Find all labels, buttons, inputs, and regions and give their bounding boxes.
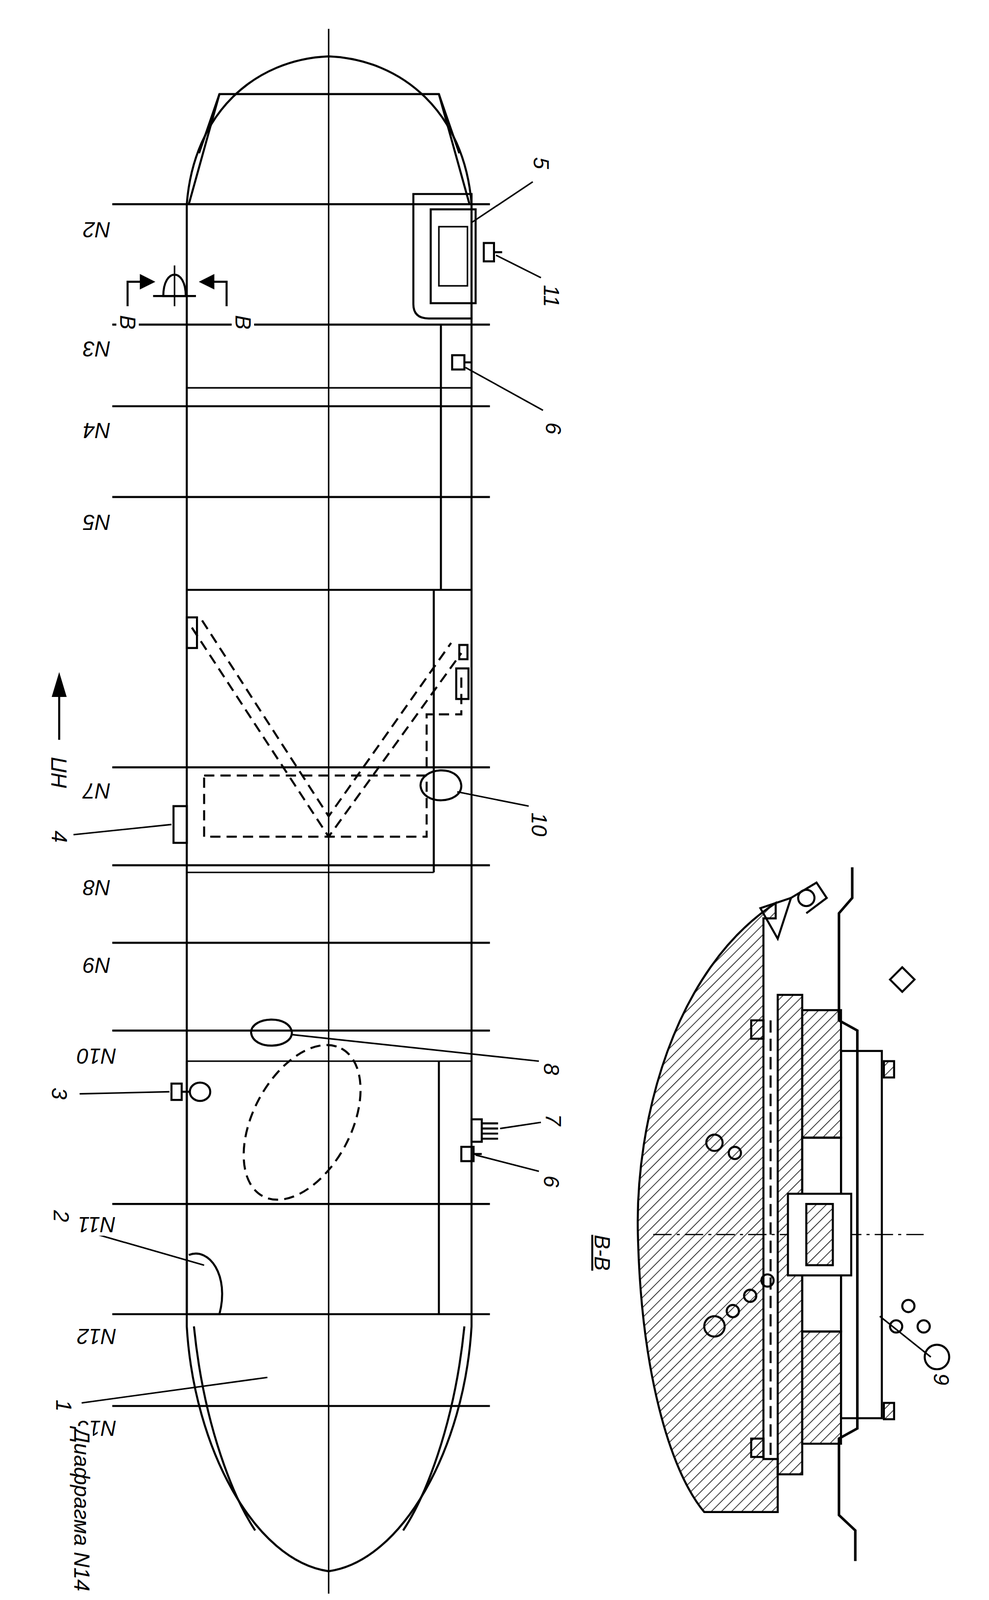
callout-number: 7	[541, 1112, 565, 1129]
callout-number: 9	[929, 1372, 953, 1388]
section-label: В	[231, 313, 255, 332]
section-label: В	[116, 313, 139, 332]
frame-label: N8	[81, 876, 113, 900]
frame-label: N12	[75, 1325, 119, 1349]
frame-label: N9	[81, 954, 113, 977]
callout-number: 2	[49, 1208, 73, 1225]
callout-number: 4	[47, 829, 71, 845]
section-label: В-В	[590, 1233, 614, 1273]
callout-number: 6	[539, 1174, 563, 1190]
frame-label: N4	[81, 419, 113, 442]
callout-number: 6	[541, 420, 565, 437]
frame-label: N3	[81, 337, 113, 361]
callout-number: 8	[539, 1061, 563, 1078]
callout-number: 11	[539, 282, 563, 310]
frame-label: Диафрагма N14	[70, 1426, 93, 1594]
frame-label: N7	[81, 779, 113, 803]
frame-label: N2	[81, 218, 113, 241]
callout-number: 5	[529, 155, 553, 172]
frame-label: N5	[81, 511, 113, 534]
callout-number: 1	[51, 1398, 75, 1415]
frame-label: N10	[75, 1045, 119, 1068]
frame-label: N11	[76, 1213, 118, 1236]
callout-number: 10	[527, 810, 551, 839]
callout-number: 3	[47, 1086, 71, 1102]
direction-label: НП	[47, 755, 71, 792]
